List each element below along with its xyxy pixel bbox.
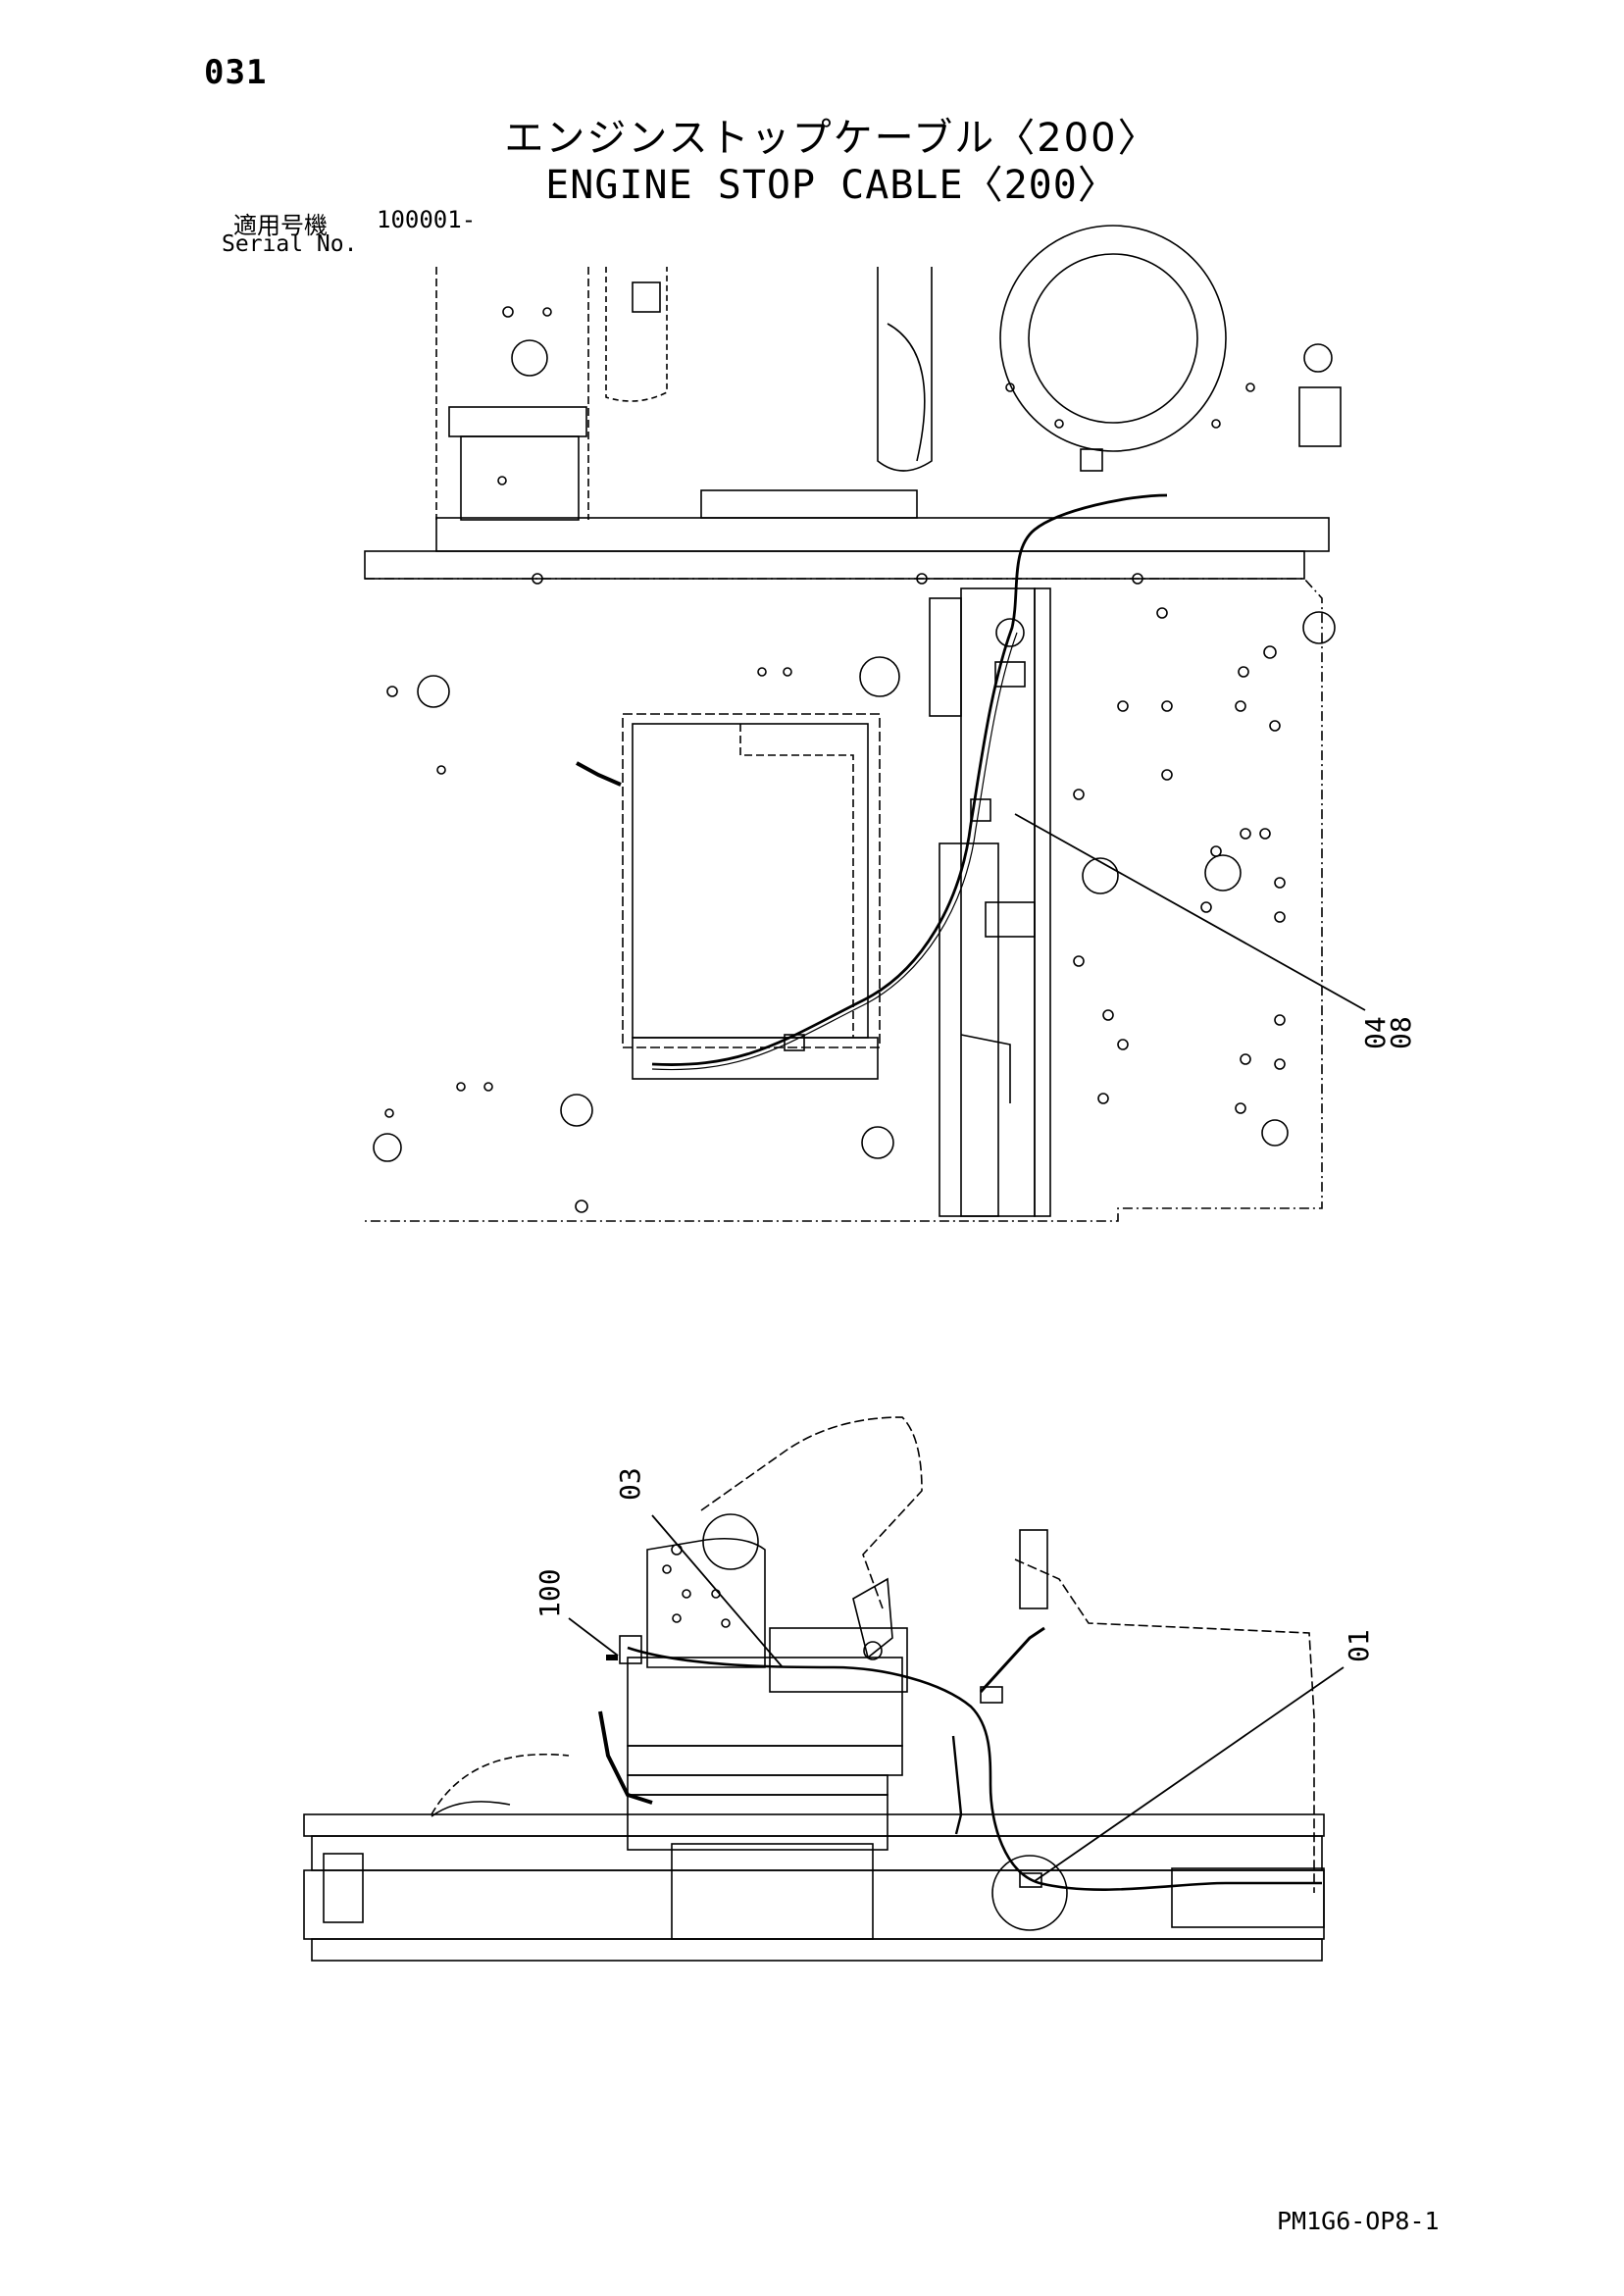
serial-label-english: Serial No. [222,231,358,257]
leader-line-04-08 [1014,813,1366,1011]
page-number: 031 [204,53,268,92]
document-code: PM1G6-OP8-1 [1277,2207,1440,2235]
serial-value: 100001- [377,206,477,233]
leader-line-01 [1034,1666,1345,1882]
side-view-drawing [303,1416,1325,1962]
callout-01: 01 [1343,1629,1375,1662]
title-english: ENGINE STOP CABLE〈200〉 [545,163,1118,208]
serial-label-japanese: 適用号機 [233,212,328,239]
callout-04: 04 [1359,1016,1392,1049]
callout-08: 08 [1385,1016,1417,1049]
callout-100: 100 [533,1568,566,1618]
title-japanese: エンジンストップケーブル〈200〉 [504,116,1159,161]
top-view-drawing [364,225,1342,1222]
callout-03: 03 [614,1467,646,1501]
leader-line-03 [651,1514,784,1668]
leader-line-100 [568,1617,619,1657]
